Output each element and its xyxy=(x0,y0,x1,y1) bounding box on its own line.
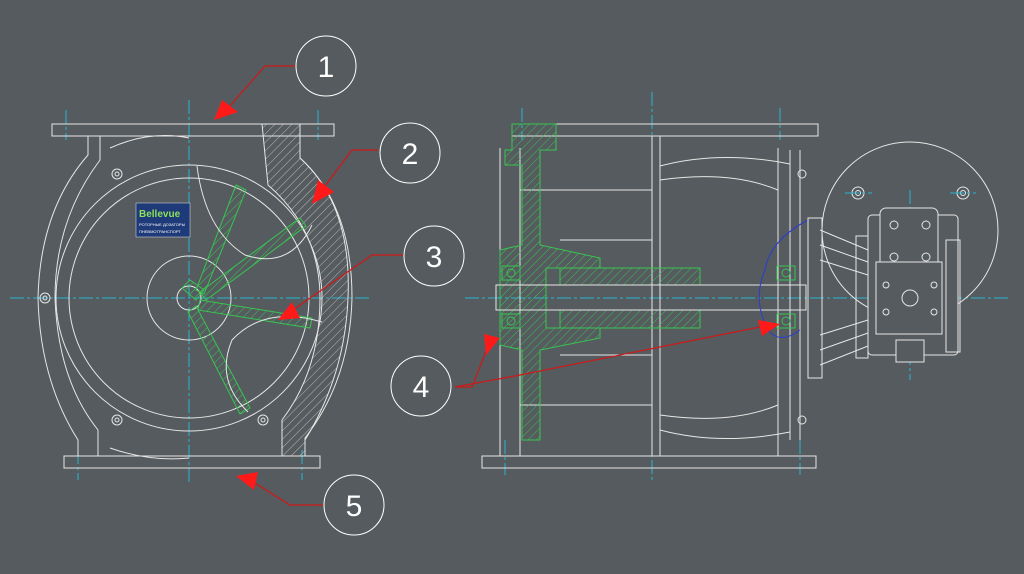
front-bolts xyxy=(39,168,269,426)
coupling-fins xyxy=(807,217,961,379)
callout-bubbles: 1 2 3 4 5 xyxy=(295,35,465,536)
gearbox-motor-view xyxy=(807,141,999,380)
nameplate-line2: ПНЕВМОТРАНСПОРТ xyxy=(139,229,181,234)
callout-5-label: 5 xyxy=(346,490,363,523)
nameplate-line1: РОТОРНЫЕ ДОЗАТОРЫ xyxy=(139,222,186,227)
arrow-3 xyxy=(278,302,300,320)
rotor-blades xyxy=(181,184,313,415)
callout-5: 5 xyxy=(323,474,385,536)
arrow-2 xyxy=(312,180,334,204)
callout-3: 3 xyxy=(403,225,465,287)
callout-2-label: 2 xyxy=(402,138,419,171)
arrow-1 xyxy=(214,100,238,120)
arrow-4a xyxy=(484,334,500,355)
callout-1-label: 1 xyxy=(318,51,335,84)
side-shaft xyxy=(495,284,807,311)
arrow-5 xyxy=(236,472,258,490)
hidden-edge xyxy=(758,219,809,338)
top-flange xyxy=(51,123,335,137)
body-bottom-flange xyxy=(481,455,817,469)
nameplate: Bellevue РОТОРНЫЕ ДОЗАТОРЫ ПНЕВМОТРАНСПО… xyxy=(135,202,191,238)
arrow-4b xyxy=(758,320,780,336)
end-cover-hatch xyxy=(499,123,601,441)
housing-section-hatch xyxy=(261,123,349,457)
callout-3-label: 3 xyxy=(426,241,443,274)
callout-4: 4 xyxy=(390,355,452,417)
leader-lines xyxy=(227,65,771,506)
side-section-view xyxy=(465,92,1010,480)
gearbox-bolts xyxy=(882,220,938,316)
callout-2: 2 xyxy=(379,122,441,184)
callout-1: 1 xyxy=(295,35,357,97)
body-top-flange xyxy=(511,123,819,137)
leader-arrowheads xyxy=(214,100,780,490)
nameplate-brand: Bellevue xyxy=(139,209,181,220)
bottom-flange xyxy=(63,455,321,469)
callout-4-label: 4 xyxy=(413,371,430,404)
front-section-view xyxy=(10,100,370,485)
bearings xyxy=(501,265,796,329)
